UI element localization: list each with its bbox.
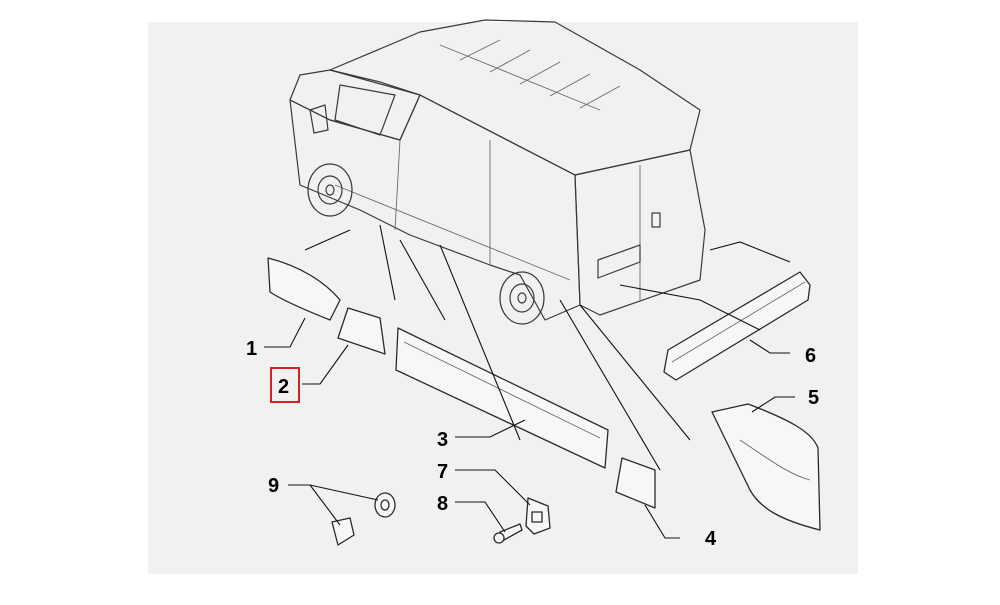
van-illustration (289, 19, 706, 325)
callout-3: 3 (437, 429, 448, 451)
callout-2-highlight-box (270, 367, 300, 403)
part-2-door-sill-moulding (337, 307, 386, 355)
part-3-side-moulding (395, 327, 609, 469)
callout-2: 2 (278, 376, 289, 398)
callout-1: 1 (246, 338, 257, 360)
part-4-rear-moulding (615, 457, 656, 509)
diagram-panel (148, 22, 858, 574)
part-9-fastener-clip (331, 517, 355, 546)
part-5-rear-corner-moulding (711, 403, 821, 531)
callout-4: 4 (705, 528, 717, 550)
callout-7: 7 (437, 461, 448, 483)
callout-leaders (264, 317, 795, 539)
part-1-front-wheel-arch-moulding (267, 257, 341, 321)
callout-8: 8 (437, 493, 448, 515)
part-6-rear-bumper-strip (663, 271, 811, 381)
callout-6: 6 (805, 345, 816, 367)
projection-lines (304, 224, 791, 471)
callout-9: 9 (268, 475, 279, 497)
callout-5: 5 (808, 387, 819, 409)
